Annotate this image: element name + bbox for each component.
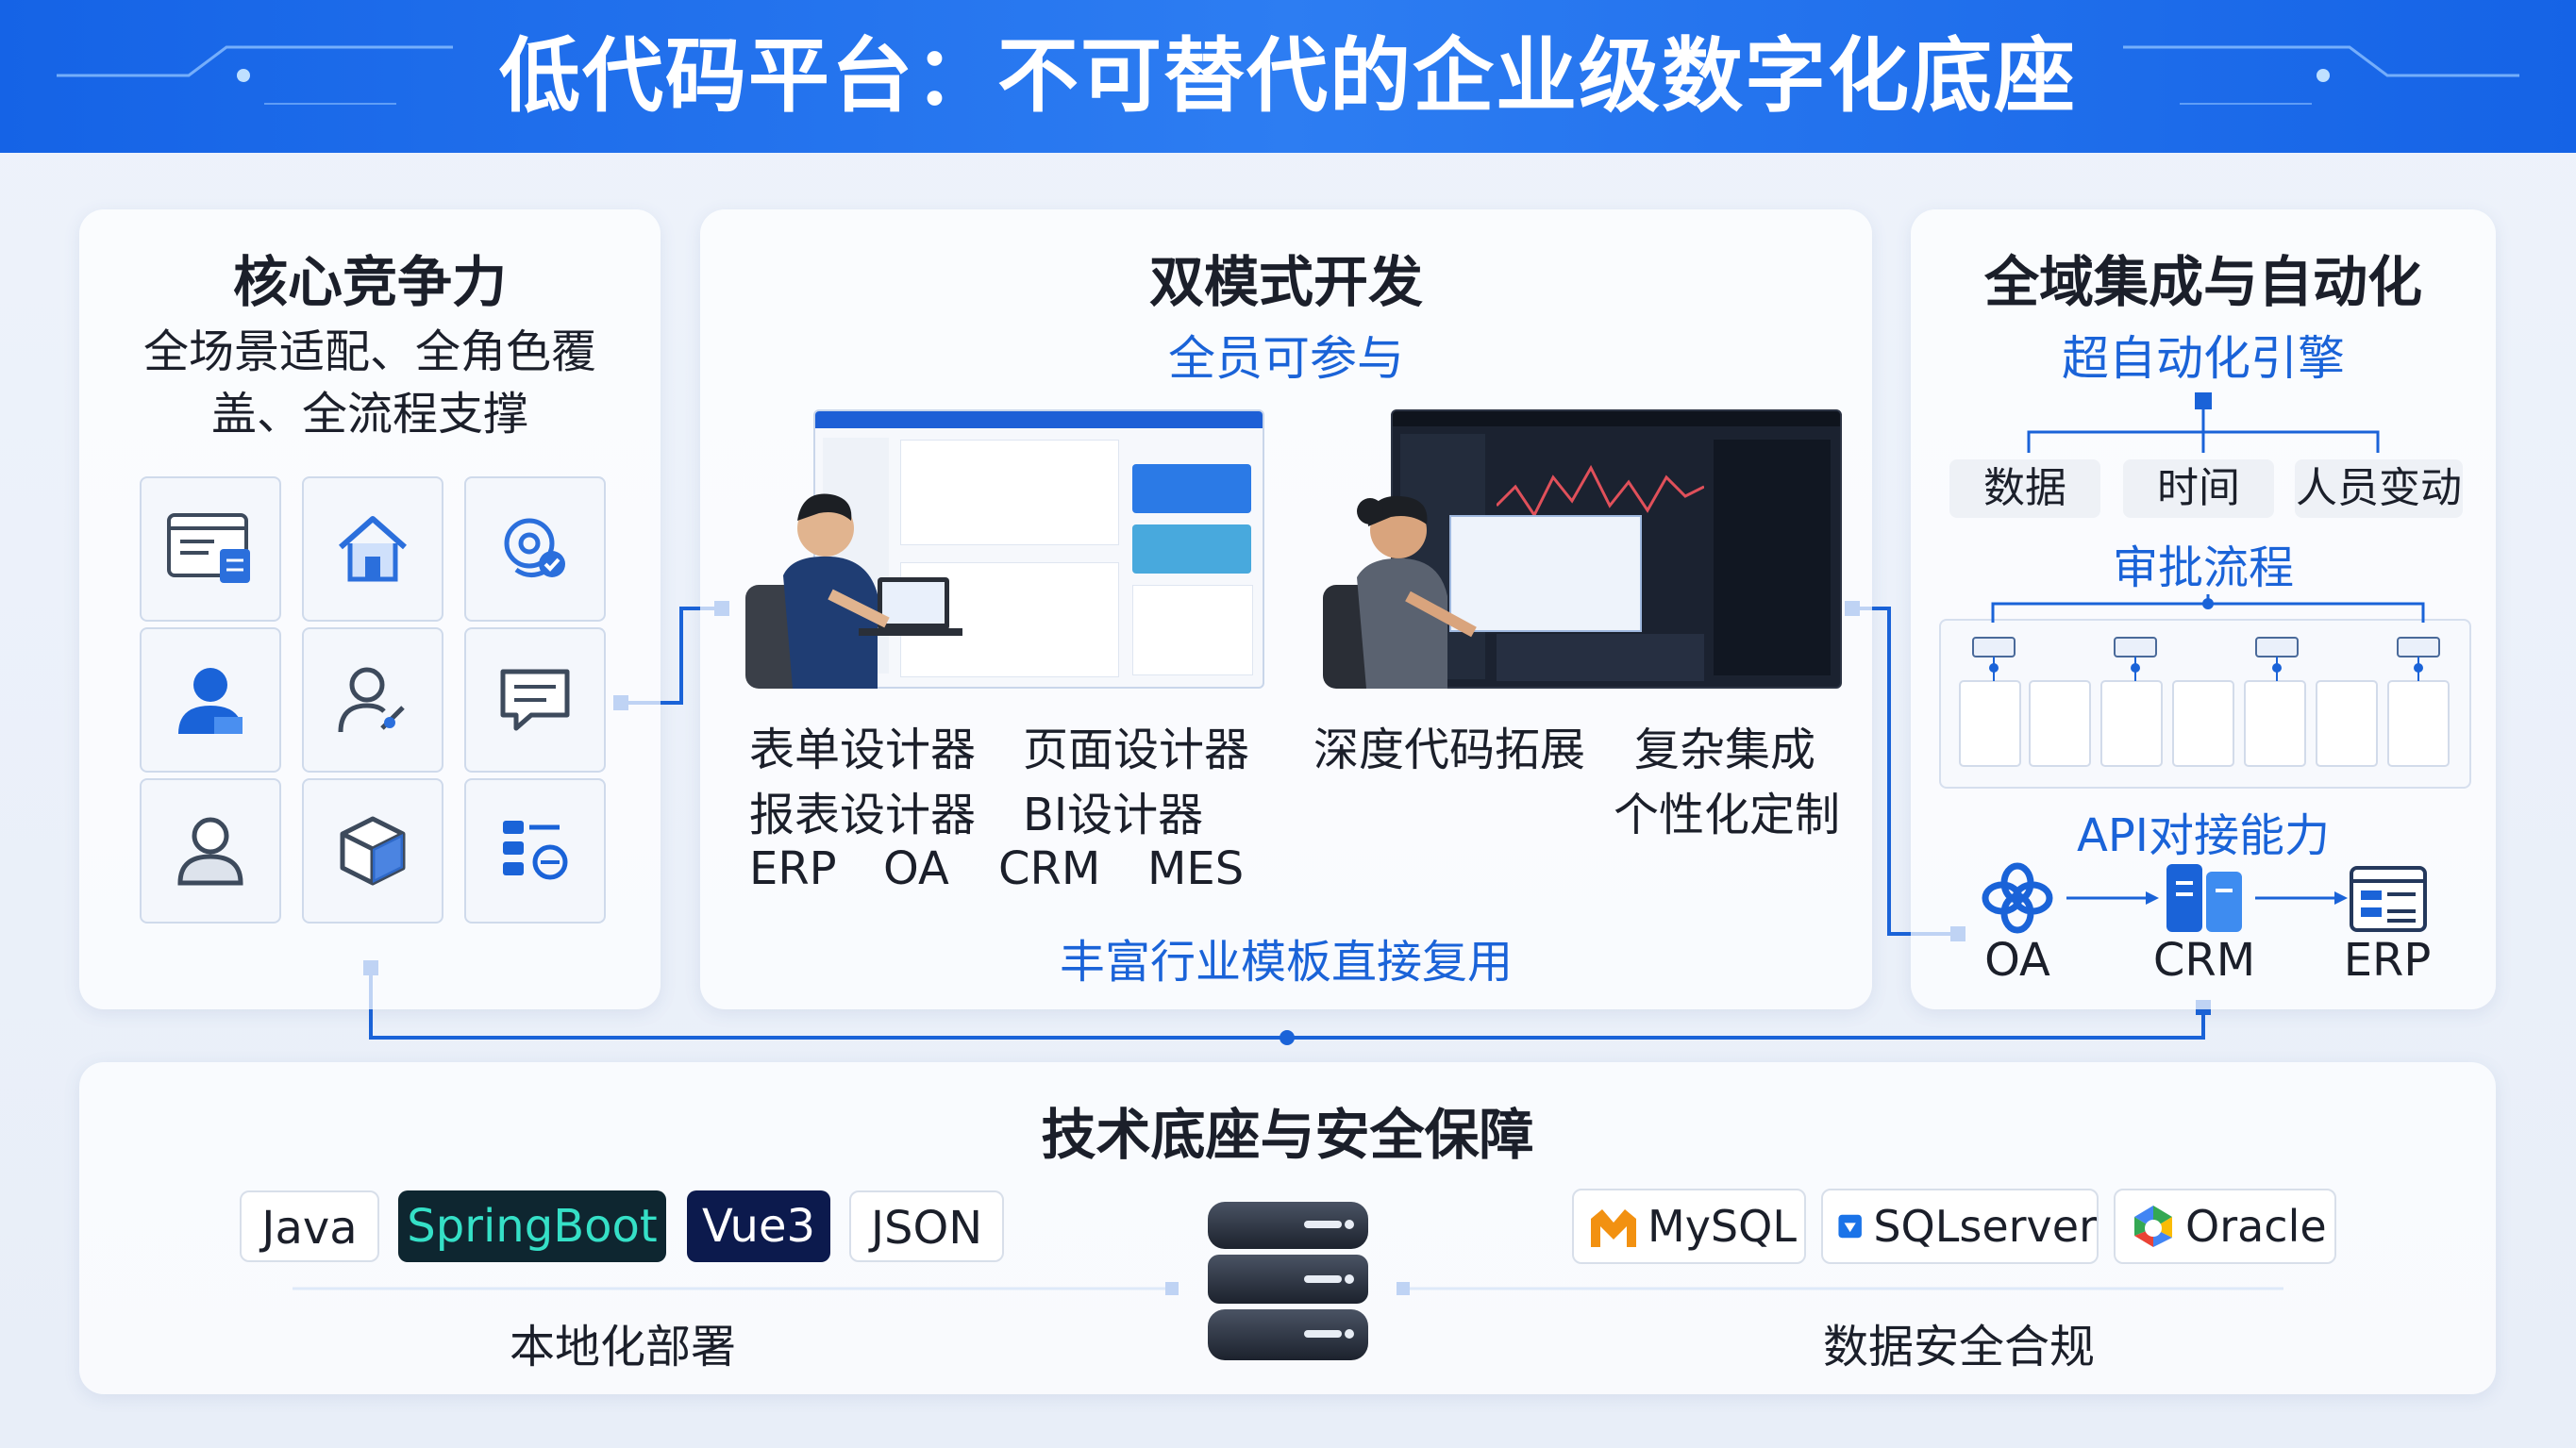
- customization-label: 个性化定制: [1614, 789, 1841, 841]
- erp-icon: [2350, 866, 2427, 932]
- core-subtitle-line1: 全场景适配、全角色覆: [142, 325, 596, 378]
- erp-template-label: ERP: [749, 842, 837, 895]
- trigger-time: 时间: [2123, 459, 2274, 518]
- tech-springboot: SpringBoot: [398, 1190, 666, 1262]
- grid-cell-data-settings: [464, 778, 606, 924]
- oracle-label: Oracle: [2185, 1201, 2327, 1252]
- core-icon-grid: [140, 476, 606, 924]
- grid-cell-home: [302, 476, 443, 622]
- user-edit-icon: [338, 667, 405, 733]
- data-security-label: 数据安全合规: [1823, 1321, 2096, 1373]
- user-filled-icon: [178, 668, 243, 734]
- core-title: 核心竞争力: [232, 250, 507, 314]
- home-icon: [339, 516, 407, 582]
- low-code-designer-screenshot: [813, 409, 1264, 689]
- complex-integration-label: 复杂集成: [1634, 724, 1816, 776]
- grid-cell-user-filled: [140, 627, 281, 773]
- form-icon: [167, 513, 250, 583]
- user-outline-icon: [177, 817, 243, 886]
- system-crm-label: CRM: [2152, 934, 2256, 987]
- arrow-oa-to-crm: [2066, 891, 2159, 905]
- db-sqlserver-pill: SQLserver: [1821, 1189, 2099, 1264]
- tech-vue3: Vue3: [687, 1190, 830, 1262]
- trigger-data: 数据: [1949, 459, 2100, 518]
- grid-cell-user-edit: [302, 627, 443, 773]
- deep-code-extension-label: 深度代码拓展: [1313, 724, 1586, 776]
- system-erp-label: ERP: [2343, 934, 2432, 987]
- banner-decoration-right: [2123, 45, 2519, 105]
- approval-flow-label: 审批流程: [2112, 541, 2294, 594]
- code-editor-screenshot: [1391, 409, 1842, 689]
- tech-json: JSON: [849, 1190, 1004, 1262]
- trigger-personnel-change: 人员变动: [2295, 459, 2463, 518]
- dual-title: 双模式开发: [1148, 250, 1423, 314]
- form-designer-label: 表单设计器: [749, 724, 977, 776]
- db-oracle-pill: Oracle: [2114, 1189, 2336, 1264]
- dual-subtitle: 全员可参与: [1168, 331, 1404, 386]
- sqlserver-icon: [1838, 1214, 1862, 1239]
- automation-engine-label: 超自动化引擎: [2062, 331, 2345, 386]
- automation-tree-lines: [2027, 392, 2380, 453]
- arrow-crm-to-erp: [2255, 891, 2348, 905]
- grid-cell-user-outline: [140, 778, 281, 924]
- oa-openai-icon: [1982, 862, 2053, 934]
- approval-branch-lines: [1991, 594, 2425, 623]
- oracle-icon: [2134, 1206, 2172, 1247]
- db-mysql-pill: MySQL: [1572, 1189, 1806, 1264]
- core-subtitle-line2: 盖、全流程支撑: [210, 388, 528, 441]
- mysql-icon: [1591, 1209, 1636, 1247]
- grid-cell-location: [464, 476, 606, 622]
- database-server-icon: [1208, 1202, 1368, 1360]
- mes-template-label: MES: [1147, 842, 1245, 895]
- report-designer-label: 报表设计器: [749, 789, 977, 841]
- bi-designer-label: BI设计器: [1023, 789, 1204, 841]
- mysql-label: MySQL: [1648, 1201, 1797, 1252]
- integration-title: 全域集成与自动化: [1983, 250, 2422, 314]
- industry-templates-label: 丰富行业模板直接复用: [1059, 936, 1513, 989]
- sqlserver-label: SQLserver: [1873, 1201, 2097, 1252]
- crm-icon: [2166, 864, 2242, 932]
- banner-decoration-left: [57, 45, 453, 105]
- title-banner: [0, 0, 2576, 153]
- page-designer-label: 页面设计器: [1023, 724, 1250, 776]
- person-desktop-illustration: [1323, 495, 1477, 689]
- message-icon: [500, 669, 570, 731]
- grid-cell-message: [464, 627, 606, 773]
- grid-cell-cube: [302, 778, 443, 924]
- api-integration-label: API对接能力: [2077, 809, 2330, 862]
- page-title: 低代码平台：不可替代的企业级数字化底座: [499, 29, 2077, 124]
- tech-title: 技术底座与安全保障: [1041, 1103, 1534, 1167]
- person-laptop-illustration: [745, 493, 962, 689]
- local-deployment-label: 本地化部署: [510, 1321, 737, 1373]
- approval-flow-diagram: [1939, 600, 2471, 789]
- grid-cell-form: [140, 476, 281, 622]
- tech-java: Java: [240, 1190, 379, 1262]
- system-oa-label: OA: [1984, 934, 2050, 987]
- cube-icon: [340, 816, 406, 886]
- location-search-icon: [504, 518, 565, 577]
- data-settings-icon: [503, 821, 568, 880]
- crm-template-label: CRM: [998, 842, 1101, 895]
- oa-template-label: OA: [883, 842, 949, 895]
